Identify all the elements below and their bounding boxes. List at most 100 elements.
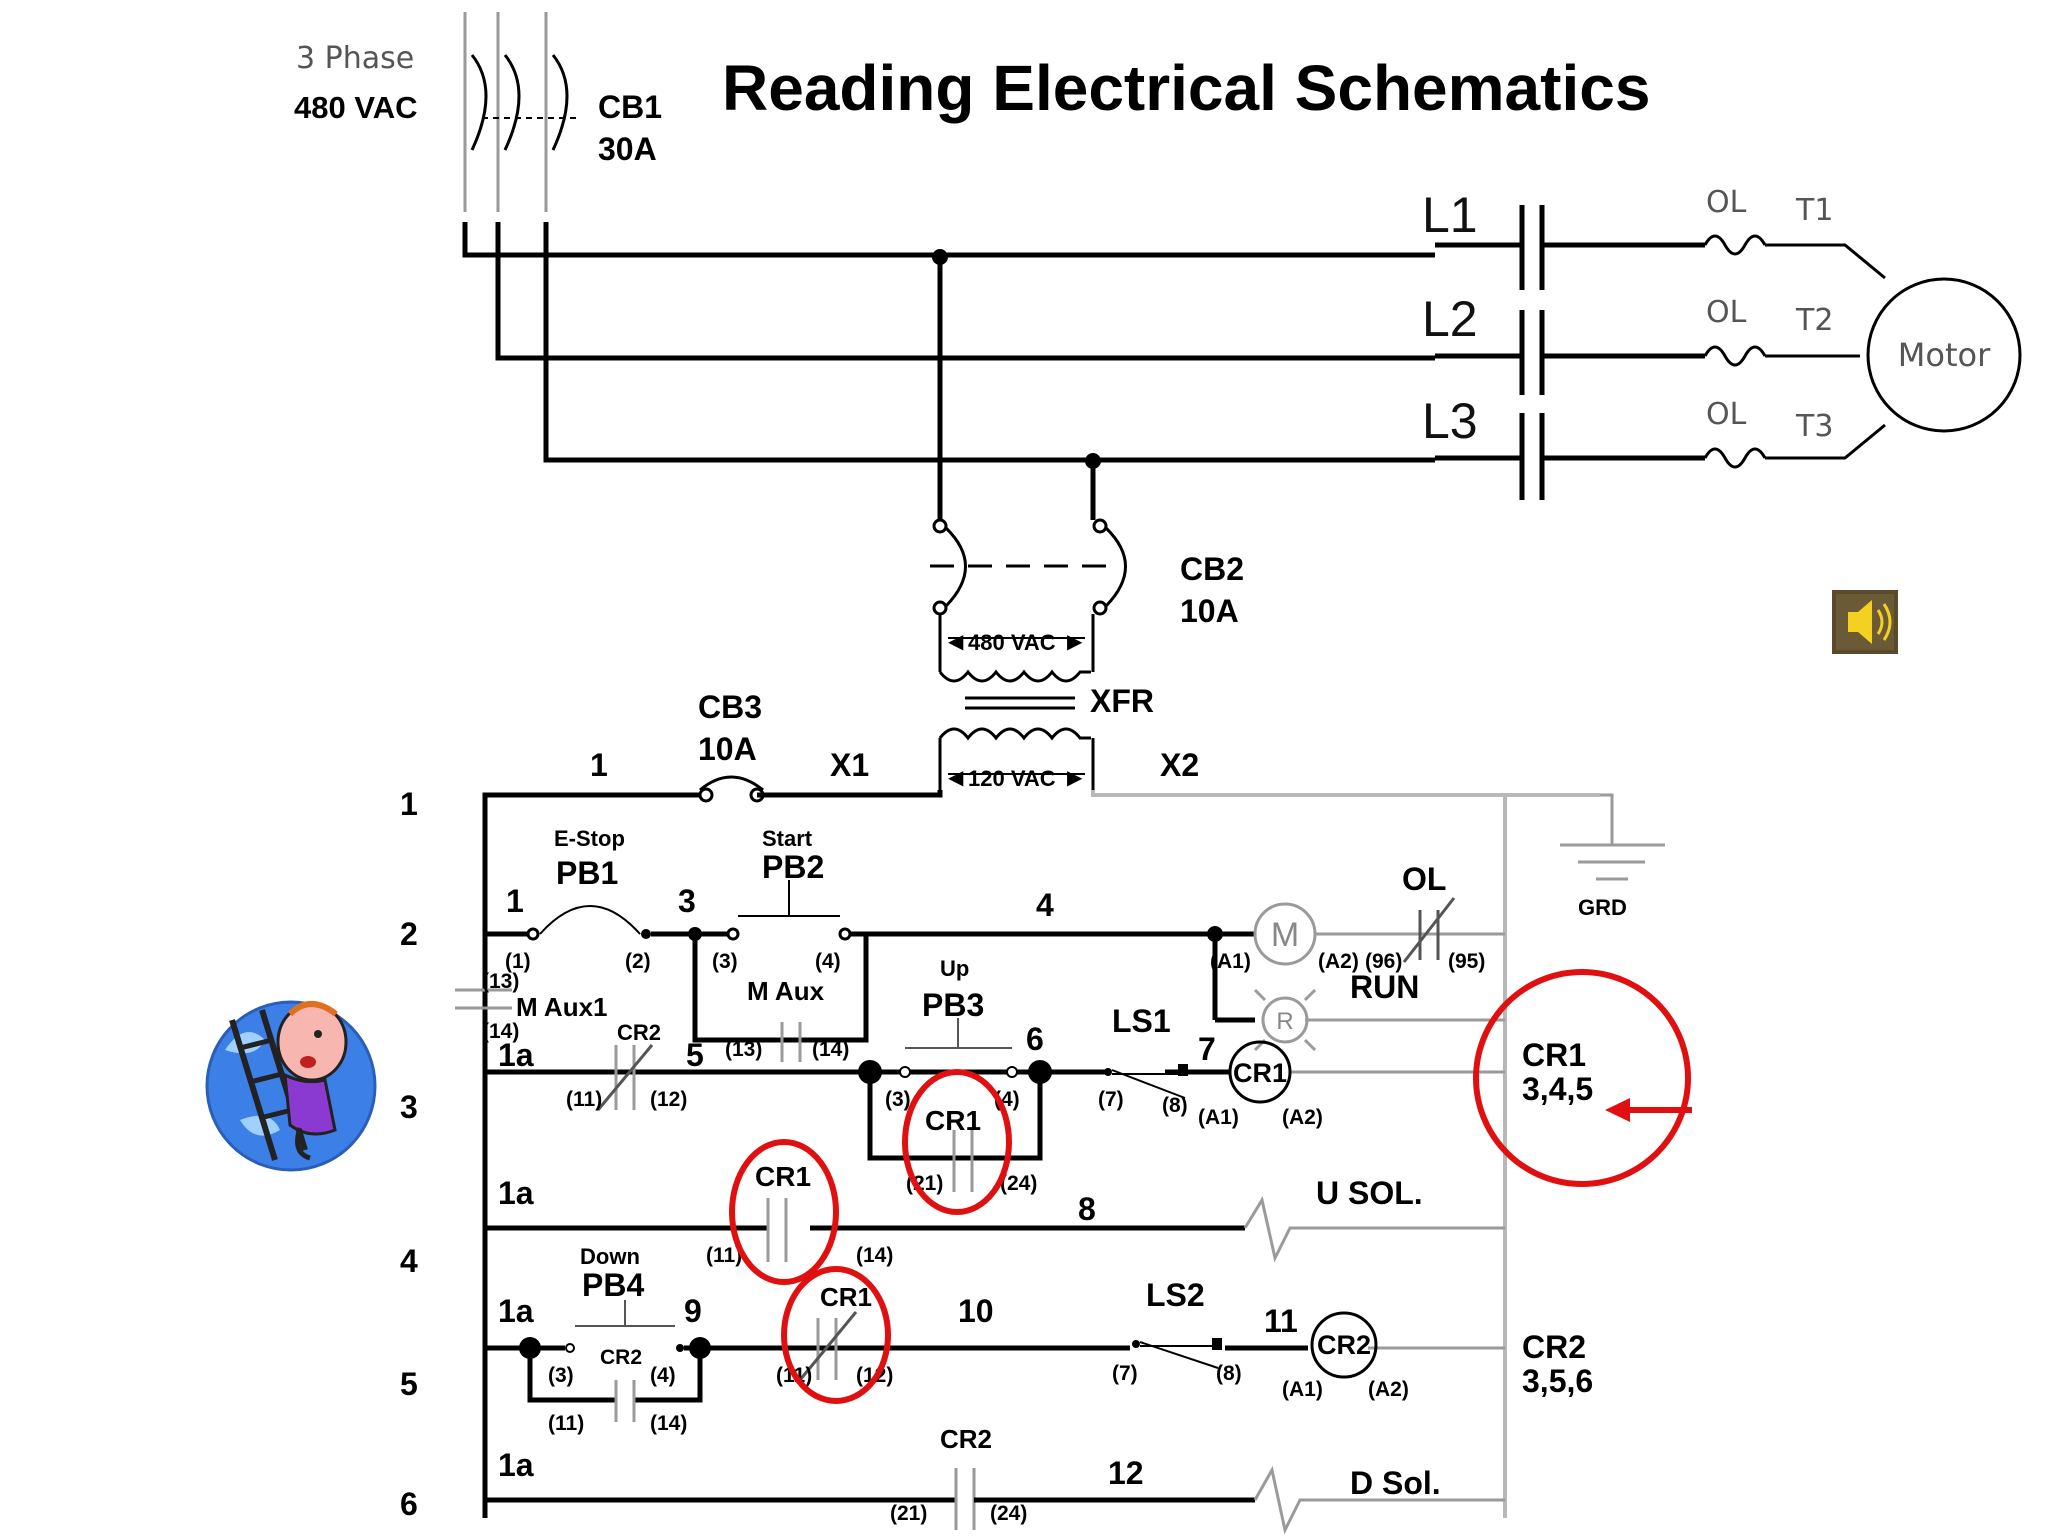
rung2-wire-3: 3	[678, 883, 696, 919]
pb3-caption: Up	[940, 956, 969, 981]
rung6-wire-1a: 1a	[498, 1447, 534, 1483]
cr2-nc-contact-rung3	[596, 1044, 654, 1111]
run-lamp-letter: R	[1276, 1008, 1293, 1035]
rung4-cr1-terminal-14: (14)	[856, 1244, 893, 1267]
highlight-cr1-rung4	[729, 1139, 839, 1285]
m-aux-label: M Aux	[747, 976, 825, 1006]
rung3-cr2-terminal-12: (12)	[650, 1088, 687, 1111]
cb2-rating: 10A	[1180, 593, 1239, 629]
rung4-wire-1a: 1a	[498, 1175, 534, 1211]
motor-symbol	[1866, 277, 2022, 433]
cb3-rating: 10A	[698, 731, 757, 767]
supply-voltage-label: 480 VAC	[294, 90, 418, 125]
m-aux-terminal-14: (14)	[812, 1038, 849, 1061]
ls1-terminal-7: (7)	[1098, 1088, 1124, 1111]
pb1-terminal-2: (2)	[625, 950, 651, 973]
rung2-wire-4: 4	[1036, 887, 1054, 923]
pb1-terminal-1: (1)	[505, 950, 531, 973]
cb1-rating: 30A	[598, 131, 657, 167]
cr1-coil-label: CR1	[1233, 1058, 1287, 1088]
line-l2-label: L2	[1422, 291, 1478, 347]
rung3-wire-1a: 1a	[498, 1037, 534, 1073]
ol-terminal-96: (96)	[1365, 950, 1402, 973]
rung2-wire-1: 1	[506, 883, 524, 919]
grd-label: GRD	[1578, 895, 1627, 920]
cr1-xref-name: CR1	[1522, 1037, 1586, 1073]
rung3-cr2-label: CR2	[617, 1020, 661, 1045]
rung4-wire-8: 8	[1078, 1191, 1096, 1227]
rung1-wire-1: 1	[590, 747, 608, 783]
cr2-coil-a2: (A2)	[1368, 1378, 1409, 1401]
highlight-cr1-rung3	[902, 1069, 1012, 1215]
rung6-cr2-label: CR2	[940, 1424, 992, 1454]
ls2-limit-switch	[1132, 1338, 1222, 1369]
secondary-voltage-label: 120 VAC	[968, 766, 1056, 791]
rung4-cr1-label: CR1	[755, 1161, 811, 1192]
m-aux-terminal-13: (13)	[725, 1038, 762, 1061]
rung-number-3: 3	[400, 1089, 418, 1125]
cb1-name: CB1	[598, 89, 662, 125]
coil-m-a2: (A2)	[1318, 950, 1359, 973]
svg-text:▶: ▶	[1067, 767, 1083, 789]
cb2-name: CB2	[1180, 551, 1244, 587]
cr1-seal-in-contact	[952, 1130, 974, 1192]
ground-symbol	[1560, 843, 1665, 881]
pb2-terminal-3: (3)	[712, 950, 738, 973]
cr2-coil-label: CR2	[1317, 1330, 1371, 1360]
rung-4-wiring	[485, 1196, 1505, 1263]
rung3-cr2-terminal-11: (11)	[566, 1088, 602, 1111]
run-label: RUN	[1350, 969, 1419, 1005]
pb4-terminal-4: (4)	[650, 1364, 676, 1387]
cr1-coil-a2: (A2)	[1282, 1106, 1323, 1129]
m-aux1-terminal-13: (13)	[482, 970, 519, 993]
cb2-breaker	[930, 518, 1127, 658]
l1-control-rail	[482, 775, 943, 1518]
x1-label: X1	[830, 747, 869, 783]
coil-m-a1: (A1)	[1210, 950, 1251, 973]
ls1-name: LS1	[1112, 1003, 1171, 1039]
up-solenoid-label: U SOL.	[1316, 1175, 1423, 1211]
coil-m-label: M	[1271, 916, 1299, 954]
rung5-wire-1a: 1a	[498, 1293, 534, 1329]
rung3-cr1-contact-label: CR1	[925, 1105, 981, 1136]
cb3-name: CB3	[698, 689, 762, 725]
cr2-seal-terminal-11: (11)	[548, 1412, 584, 1435]
rung3-cr1-terminal-24: (24)	[1000, 1172, 1037, 1195]
cr1-xref-rungs: 3,4,5	[1522, 1071, 1593, 1107]
pb2-caption: Start	[762, 826, 813, 851]
overload-nc-contact	[1402, 897, 1456, 963]
cr2-coil-a1: (A1)	[1282, 1378, 1323, 1401]
rung-number-5: 5	[400, 1366, 418, 1402]
highlight-cr1-xref	[1473, 969, 1691, 1187]
svg-text:▶: ▶	[1067, 631, 1083, 653]
l2-control-rail	[1091, 790, 1614, 1518]
speaker-icon[interactable]	[1832, 590, 1898, 654]
pb1-caption: E-Stop	[554, 826, 625, 851]
ls2-name: LS2	[1146, 1277, 1205, 1313]
cr1-coil	[1228, 1040, 1292, 1104]
svg-text:◀: ◀	[948, 631, 964, 653]
pb3-name: PB3	[922, 987, 984, 1023]
line-l3-label: L3	[1422, 393, 1478, 449]
terminal-t1-label: T1	[1795, 193, 1833, 228]
ls1-terminal-8: (8)	[1162, 1094, 1188, 1117]
terminal-t2-label: T2	[1795, 303, 1833, 338]
rung3-wire-5: 5	[686, 1037, 704, 1073]
xfr-label: XFR	[1090, 683, 1154, 719]
rung-number-1: 1	[400, 786, 418, 822]
pb1-name: PB1	[556, 855, 618, 891]
cb1-breaker	[463, 12, 580, 212]
transformer-xfr: ◀ ▶ ◀ ▶	[938, 631, 1095, 790]
x2-label: X2	[1160, 747, 1199, 783]
overload-1-label: OL	[1706, 185, 1747, 220]
m-aux-contact	[780, 1022, 802, 1062]
m-aux1-label: M Aux1	[516, 992, 608, 1022]
rung6-cr2-terminal-24: (24)	[990, 1502, 1027, 1525]
ol-contact-label: OL	[1402, 861, 1446, 897]
cr2-seal-label: CR2	[600, 1346, 642, 1369]
pb3-terminal-3: (3)	[885, 1088, 911, 1111]
line-l1-label: L1	[1422, 187, 1478, 243]
climbing-character-icon	[205, 1000, 377, 1172]
